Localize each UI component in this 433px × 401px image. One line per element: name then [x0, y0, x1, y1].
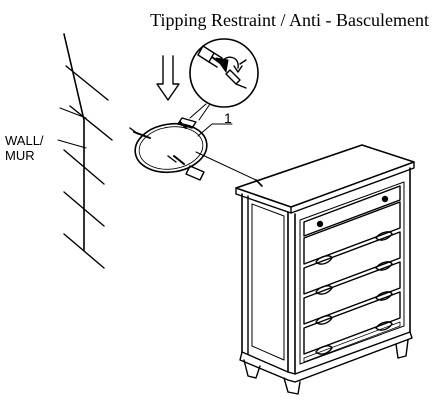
wall — [57, 33, 113, 269]
detail-magnifier — [189, 38, 259, 121]
diagram-title: Tipping Restraint / Anti - Basculement — [150, 10, 429, 30]
down-arrow-icon — [156, 55, 180, 101]
wall-label-en: WALL/ — [5, 133, 44, 148]
restraint-strap — [129, 117, 257, 181]
wall-label: WALL/ MUR — [5, 133, 44, 163]
callout-number: 1 — [224, 110, 232, 126]
dresser — [235, 144, 415, 395]
wall-label-fr: MUR — [5, 148, 35, 163]
